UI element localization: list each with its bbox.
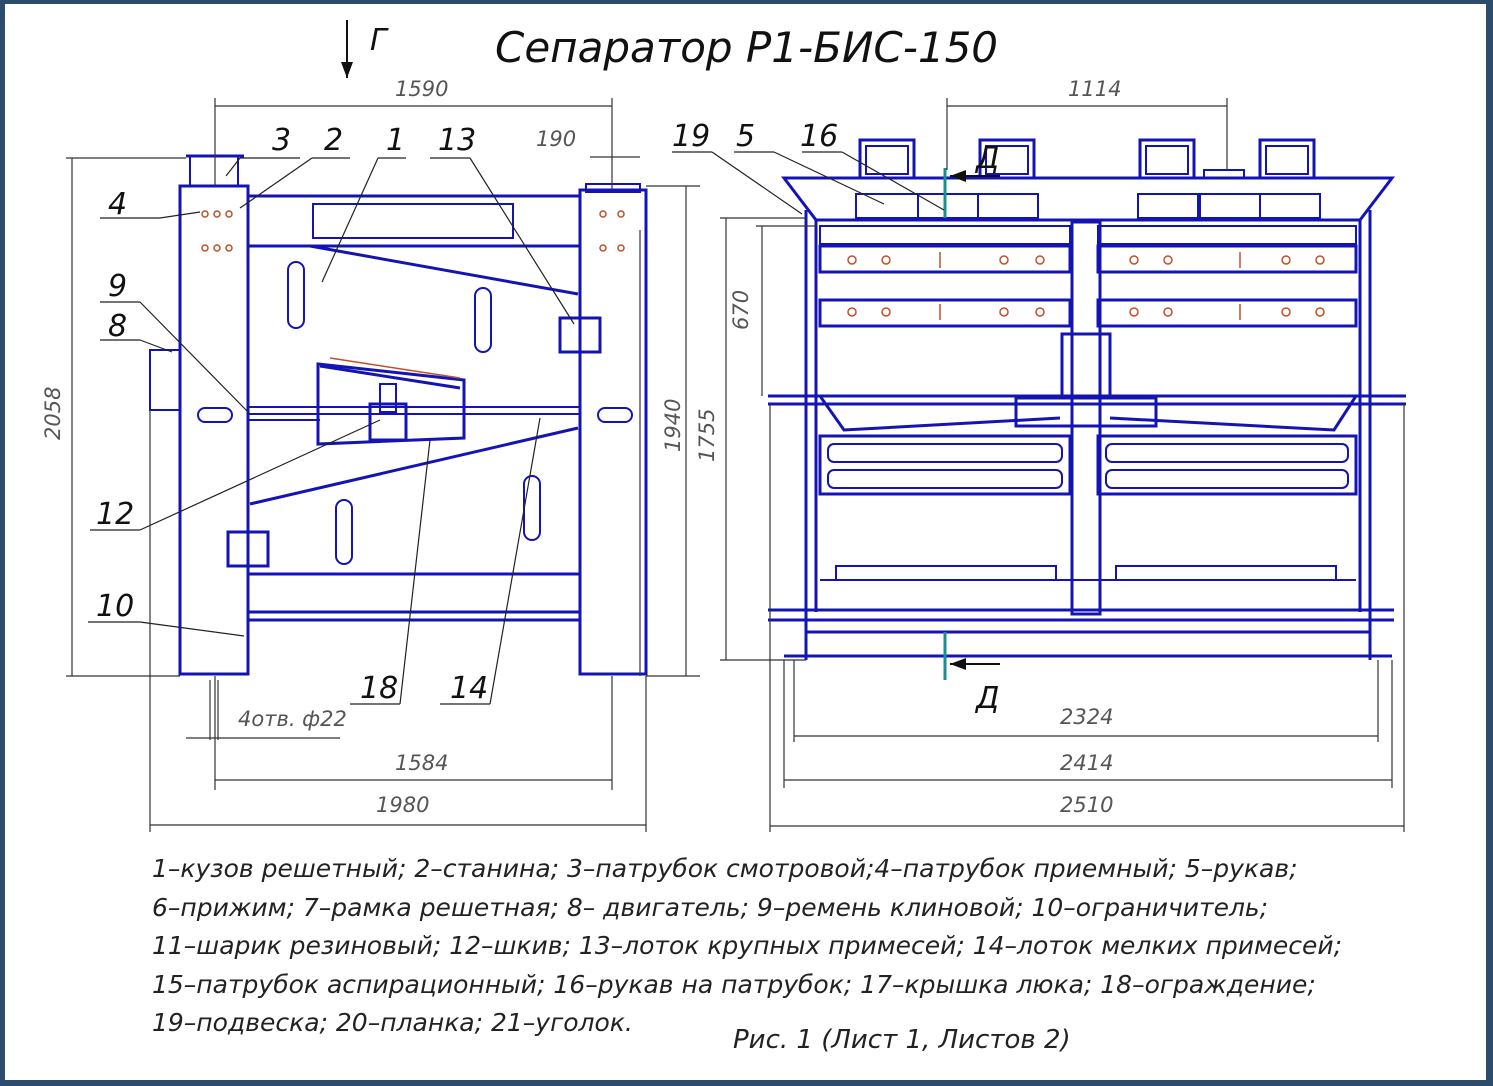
callout-3: 3 <box>272 123 291 158</box>
callout-19: 19 <box>672 119 710 154</box>
legend-line: 1–кузов решетный; 2–станина; 3–патрубок … <box>152 854 1298 883</box>
side-bolts <box>847 252 1325 320</box>
callout-12: 12 <box>96 497 134 532</box>
legend-line: 6–прижим; 7–рамка решетная; 8– двигатель… <box>152 892 1269 922</box>
drawing-title: Сепаратор Р1-БИС-150 <box>495 23 998 72</box>
dim-front-height-total: 2058 <box>41 387 65 440</box>
dim-front-top: 1590 <box>395 77 448 101</box>
callout-1: 1 <box>386 123 405 158</box>
section-mark-top: Д <box>974 141 999 176</box>
dim-front-height-right2: 1755 <box>695 409 719 462</box>
callout-13: 13 <box>438 123 476 158</box>
callout-8: 8 <box>108 309 127 344</box>
view-mark-g: Г <box>370 23 389 58</box>
dim-side-w1: 2324 <box>1060 705 1113 729</box>
dim-front-base: 1584 <box>395 751 448 775</box>
left-column <box>178 184 250 676</box>
callout-5: 5 <box>736 119 755 154</box>
dim-side-w2: 2414 <box>1060 751 1113 775</box>
section-line-d <box>943 168 1000 680</box>
technical-drawing: Сепаратор Р1-БИС-150 Г <box>41 20 1406 832</box>
drawing-sheet: Сепаратор Р1-БИС-150 Г <box>5 4 1486 1080</box>
callout-4: 4 <box>108 187 127 222</box>
front-view <box>149 154 648 676</box>
side-leaders <box>672 151 945 215</box>
dim-front-offset: 190 <box>536 127 576 151</box>
callout-2: 2 <box>324 123 343 158</box>
front-dimensions <box>66 98 700 832</box>
callout-10: 10 <box>96 589 134 624</box>
section-mark-bottom: Д <box>974 681 999 716</box>
side-view <box>768 138 1406 660</box>
callout-9: 9 <box>108 269 127 304</box>
dim-side-top: 1114 <box>1068 77 1121 101</box>
dim-holes: 4отв. ф22 <box>238 707 347 731</box>
legend-line: 11–шарик резиновый; 12–шкив; 13–лоток кр… <box>152 931 1343 960</box>
figure-caption: Рис. 1 (Лист 1, Листов 2) <box>733 1025 1071 1055</box>
front-leaders <box>88 157 575 705</box>
dim-side-w3: 2510 <box>1060 793 1113 817</box>
callout-14: 14 <box>450 671 488 706</box>
right-column <box>578 188 648 676</box>
legend-line: 19–подвеска; 20–планка; 21–уголок. <box>152 1008 633 1037</box>
side-dimensions <box>720 98 1405 832</box>
legend-line: 15–патрубок аспирационный; 16–рукав на п… <box>152 969 1316 999</box>
dim-front-height-right: 1940 <box>661 399 685 452</box>
dim-side-height: 670 <box>729 290 753 330</box>
callout-16: 16 <box>800 119 838 154</box>
view-arrow-g: Г <box>341 20 389 78</box>
dim-front-overall: 1980 <box>376 793 429 817</box>
parts-legend: 1–кузов решетный; 2–станина; 3–патрубок … <box>152 850 1352 1043</box>
callout-18: 18 <box>360 671 398 706</box>
front-bolts <box>201 210 625 379</box>
